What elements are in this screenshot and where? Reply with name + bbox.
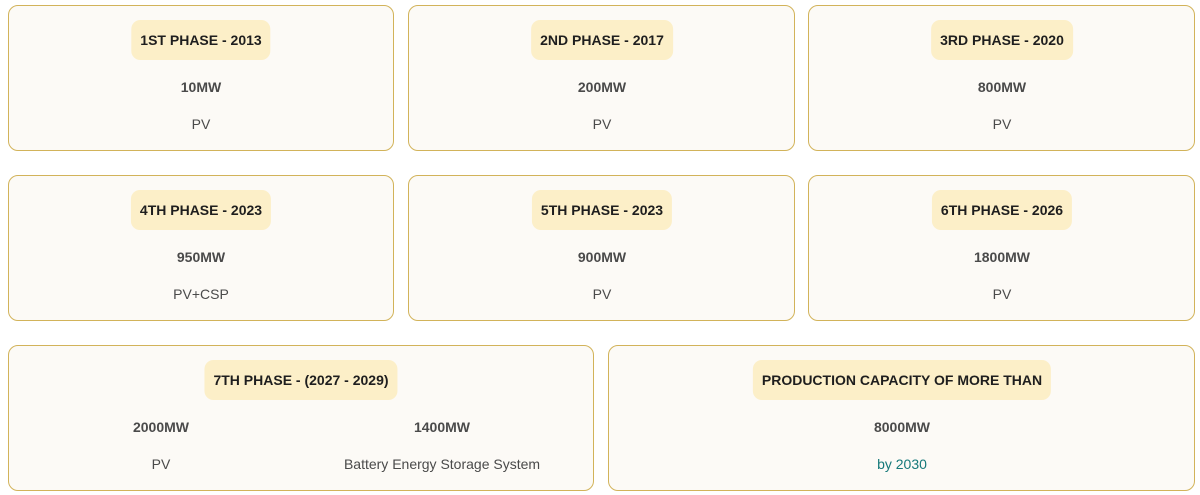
phase-title: 2ND PHASE - 2017 [531,20,673,60]
phase-capacity: 900MW [577,249,627,265]
phase-capacity-pv: 2000MW [132,419,190,435]
phase-type: PV [191,116,211,132]
phase-card-1: 1ST PHASE - 2013 10MW PV [8,5,394,151]
phase-capacity-storage: 1400MW [413,419,471,435]
total-capacity-value: 8000MW [873,419,931,435]
phase-title: 6TH PHASE - 2026 [931,190,1073,230]
total-capacity-note: by 2030 [877,456,927,472]
phase-title: 5TH PHASE - 2023 [531,190,673,230]
phase-title: 3RD PHASE - 2020 [931,20,1073,60]
phase-card-2: 2ND PHASE - 2017 200MW PV [408,5,795,151]
phase-card-5: 5TH PHASE - 2023 900MW PV [408,175,795,321]
phase-type-pv: PV [151,456,171,472]
phase-capacity: 800MW [977,79,1027,95]
phase-type-storage: Battery Energy Storage System [343,456,541,472]
phase-capacity: 10MW [180,79,222,95]
phase-title: 1ST PHASE - 2013 [131,20,271,60]
phase-type: PV [992,286,1012,302]
phase-type: PV [592,286,612,302]
total-capacity-title: PRODUCTION CAPACITY OF MORE THAN [752,360,1052,400]
total-capacity-card: PRODUCTION CAPACITY OF MORE THAN 8000MW … [608,345,1195,491]
phase-type: PV+CSP [173,286,229,302]
phase-card-4: 4TH PHASE - 2023 950MW PV+CSP [8,175,394,321]
phase-capacity: 950MW [176,249,226,265]
phase-card-7: 7TH PHASE - (2027 - 2029) 2000MW PV 1400… [8,345,594,491]
phase-card-6: 6TH PHASE - 2026 1800MW PV [808,175,1195,321]
phase-title: 4TH PHASE - 2023 [130,190,272,230]
phase-card-3: 3RD PHASE - 2020 800MW PV [808,5,1195,151]
phase-capacity: 1800MW [973,249,1031,265]
phase-type: PV [592,116,612,132]
phase-title: 7TH PHASE - (2027 - 2029) [204,360,398,400]
phase-type: PV [992,116,1012,132]
phase-capacity: 200MW [577,79,627,95]
